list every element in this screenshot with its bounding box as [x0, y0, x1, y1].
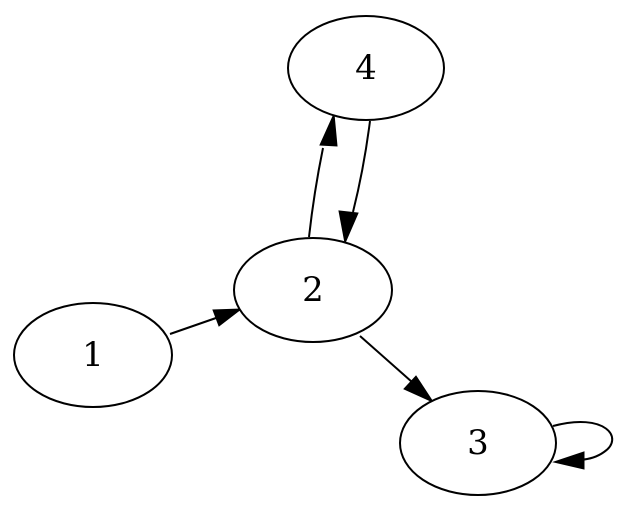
edge-line	[308, 147, 324, 238]
node-label: 2	[302, 270, 324, 310]
edge-4-to-2	[338, 120, 371, 245]
edge-2-to-3	[359, 335, 435, 404]
arrowhead-icon	[338, 210, 359, 245]
nodes: 1 2 3 4	[13, 15, 557, 496]
node-label: 4	[355, 48, 377, 88]
node-2[interactable]: 2	[233, 237, 393, 343]
arrowhead-icon	[319, 112, 338, 147]
edge-2-to-4	[308, 112, 338, 238]
node-1[interactable]: 1	[13, 302, 173, 408]
edge-line	[552, 421, 614, 461]
arrowhead-icon	[552, 451, 585, 470]
node-ellipse	[13, 302, 173, 408]
edge-line	[169, 317, 217, 335]
node-4[interactable]: 4	[287, 15, 445, 121]
arrowhead-icon	[212, 308, 243, 327]
edge-line	[352, 120, 371, 213]
node-ellipse	[399, 390, 557, 496]
node-label: 3	[467, 423, 489, 463]
edge-line	[359, 335, 413, 383]
node-label: 1	[82, 335, 104, 375]
edges	[169, 112, 614, 470]
edge-1-to-2	[169, 308, 243, 335]
edge-3-to-3	[552, 421, 614, 470]
node-ellipse	[233, 237, 393, 343]
node-3[interactable]: 3	[399, 390, 557, 496]
arrowhead-icon	[403, 375, 435, 404]
node-ellipse	[287, 15, 445, 121]
